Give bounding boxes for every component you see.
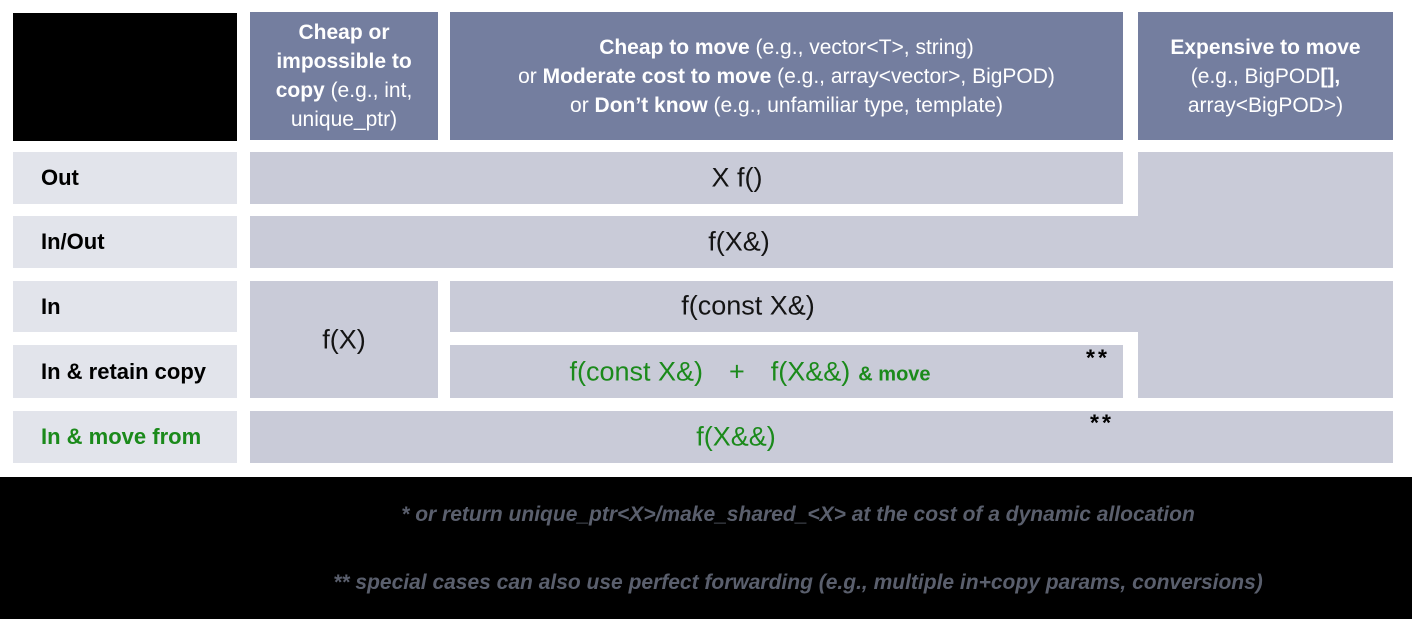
footnote-perfect-forwarding: ** special cases can also use perfect fo… — [333, 571, 1263, 594]
row-label-out: Out — [13, 152, 237, 204]
code-out-signature: X f() — [711, 162, 763, 193]
header-line-2: (e.g., BigPOD[], — [1190, 64, 1341, 88]
footnote-marker-retain-copy: ** — [1086, 344, 1110, 371]
code-in-const-ref-signature: f(const X&) — [681, 290, 815, 321]
header-line-2: or Moderate cost to move (e.g., array<ve… — [518, 64, 1055, 88]
footnote-band — [0, 477, 1412, 619]
cell-in-const-ref-expensive-column — [1138, 281, 1393, 398]
header-line-3: or Don’t know (e.g., unfamiliar type, te… — [570, 93, 1003, 117]
row-label-in: In — [13, 281, 237, 332]
code-inout-signature: f(X&) — [708, 226, 770, 257]
cell-in-pass-by-value — [250, 281, 438, 398]
header-expensive-to-move: Expensive to move (e.g., BigPOD[], array… — [1138, 12, 1393, 140]
code-retain-copy-signature: f(const X&)+f(X&&)& move — [569, 356, 931, 387]
header-line-1: Cheap to move (e.g., vector<T>, string) — [599, 35, 974, 59]
header-line-1: Expensive to move — [1170, 35, 1361, 59]
row-label-in-out: In/Out — [13, 216, 237, 268]
cell-out-return-value — [250, 152, 1123, 204]
row-label-in-retain-copy: In & retain copy — [13, 345, 237, 398]
corner-block — [13, 13, 237, 141]
cell-in-move-from — [250, 411, 1393, 463]
cell-in-retain-copy — [450, 345, 1123, 398]
cell-inout-bar — [250, 216, 1393, 268]
header-line-3: array<BigPOD>) — [1187, 93, 1344, 117]
header-cheap-or-moderate-to-move: Cheap to move (e.g., vector<T>, string) … — [450, 12, 1123, 140]
code-in-value-signature: f(X) — [322, 324, 366, 355]
footnote-dynamic-allocation: * or return unique_ptr<X>/make_shared_<X… — [401, 503, 1195, 526]
footnote-marker-move-from: ** — [1090, 409, 1114, 436]
header-cheap-or-impossible-to-copy: Cheap or impossible to copy (e.g., int, … — [250, 12, 438, 140]
row-label-in-move-from: In & move from — [13, 411, 237, 463]
code-move-from-signature: f(X&&) — [696, 421, 776, 452]
header-text: Cheap or impossible to copy (e.g., int, … — [275, 21, 413, 131]
